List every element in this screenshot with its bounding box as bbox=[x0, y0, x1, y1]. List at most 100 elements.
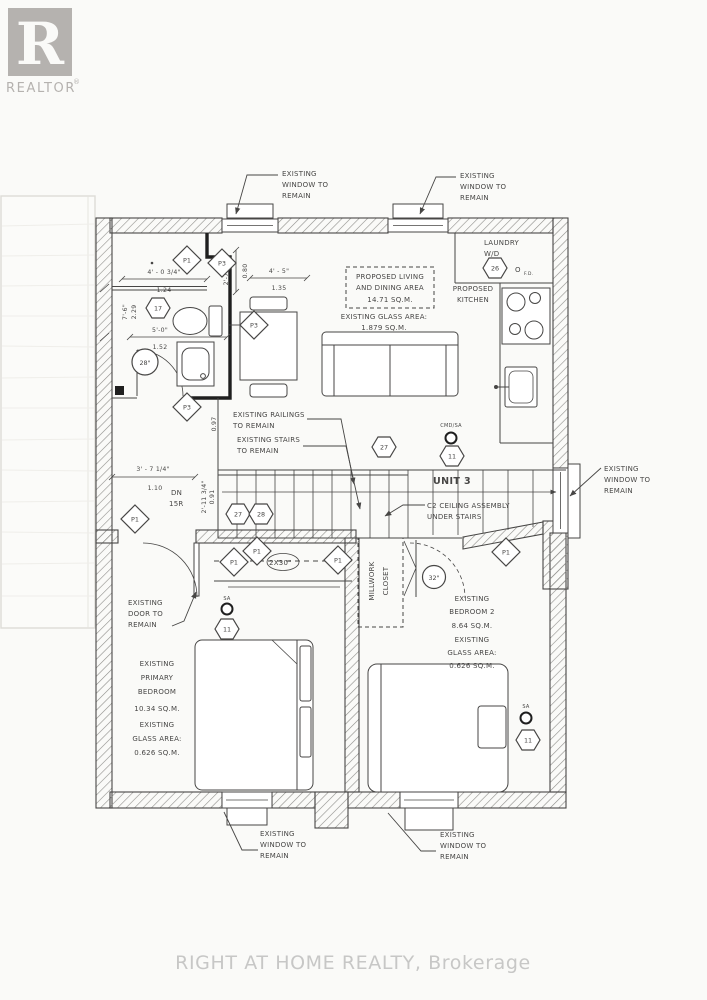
dim-text: 3' - 7 1/4" bbox=[136, 466, 169, 473]
marker-text: P1 bbox=[230, 558, 238, 566]
kitchen-sink-icon bbox=[494, 366, 538, 408]
note-line: EXISTING bbox=[440, 831, 475, 839]
closet-size-label: 2X30" bbox=[269, 559, 292, 567]
note-line: REMAIN bbox=[128, 621, 157, 629]
marker-text: P1 bbox=[253, 547, 261, 555]
note-line: EXISTING bbox=[282, 170, 317, 178]
dim-text: 1.52 bbox=[153, 344, 168, 351]
dim-text: 4' - 0 3/4" bbox=[147, 269, 180, 276]
note-line: EXISTING bbox=[260, 830, 295, 838]
label-laundry: LAUNDRY W/D O F.D. bbox=[484, 239, 533, 277]
marker-circle-28in: 28" bbox=[131, 348, 159, 376]
marker-p1: P1 bbox=[219, 547, 249, 577]
floor-drain-label: F.D. bbox=[524, 271, 533, 277]
glass-area-label: EXISTING bbox=[455, 636, 490, 644]
marker-p1: P1 bbox=[172, 245, 202, 275]
marker-hex-27: 27 bbox=[225, 503, 251, 525]
note-line: REMAIN bbox=[604, 487, 633, 495]
realtor-logo-r: R bbox=[16, 10, 65, 78]
marker-text: P3 bbox=[183, 403, 191, 411]
label-primary-bedroom: EXISTING PRIMARY BEDROOM 10.34 SQ.M. EXI… bbox=[132, 660, 181, 757]
marker-text: 32" bbox=[428, 574, 439, 582]
note-ceiling-assembly: C2 CEILING ASSEMBLY UNDER STAIRS bbox=[427, 502, 510, 521]
sofa-icon bbox=[321, 331, 459, 397]
realtor-logo-box bbox=[8, 8, 72, 76]
marker-text: 11 bbox=[524, 736, 532, 744]
label-living-area: PROPOSED LIVING AND DINING AREA 14.71 SQ… bbox=[341, 266, 435, 332]
marker-text: P3 bbox=[250, 321, 258, 329]
note-line: EXISTING bbox=[128, 599, 163, 607]
note-stairs: EXISTING STAIRS TO REMAIN bbox=[236, 436, 300, 455]
entry-door bbox=[142, 542, 200, 598]
marker-p1: P1 bbox=[491, 537, 521, 567]
marker-text: P1 bbox=[131, 515, 139, 523]
marker-hex-11: 11 bbox=[439, 445, 465, 467]
plan-markers: P1 P1 P1 P1 P1 P1 P3 P3 P3 17 26 27 27 2… bbox=[120, 245, 541, 751]
window-bottom-left bbox=[221, 791, 273, 826]
millwork-closet bbox=[357, 537, 417, 628]
label-kitchen: PROPOSED KITCHEN bbox=[453, 285, 494, 304]
marker-text: 27 bbox=[234, 510, 242, 518]
cmd-sa-label: CMD/SA bbox=[440, 423, 462, 429]
marker-p3: P3 bbox=[172, 392, 202, 422]
dim-text: 1.35 bbox=[272, 285, 287, 292]
marker-hex-11: 11 bbox=[214, 618, 240, 640]
registered-mark: ® bbox=[73, 78, 80, 86]
wall-end-cap bbox=[115, 386, 124, 395]
note-window-right: EXISTING WINDOW TO REMAIN bbox=[604, 465, 650, 495]
note-railings: EXISTING RAILINGS TO REMAIN bbox=[232, 411, 305, 430]
marker-circle-32in: 32" bbox=[421, 564, 447, 590]
marker-text: 11 bbox=[223, 625, 231, 633]
room-label: CLOSET bbox=[382, 566, 390, 595]
marker-p3: P3 bbox=[207, 248, 237, 278]
glass-area-label: EXISTING GLASS AREA: bbox=[341, 313, 427, 321]
note-window-top-right: EXISTING WINDOW TO REMAIN bbox=[460, 172, 506, 202]
dim-text: 0.80 bbox=[242, 264, 249, 279]
note-line: C2 CEILING ASSEMBLY bbox=[427, 502, 510, 510]
dim-bath-width: 4' - 0 3/4" 1.24 bbox=[118, 269, 211, 294]
brokerage-watermark: RIGHT AT HOME REALTY, Brokerage bbox=[175, 952, 531, 974]
unit-label: UNIT 3 bbox=[433, 476, 471, 487]
marker-text: 28 bbox=[257, 510, 265, 518]
marker-hex-26: 26 bbox=[482, 257, 508, 279]
note-window-bottom-left: EXISTING WINDOW TO REMAIN bbox=[260, 830, 307, 860]
note-line: EXISTING bbox=[460, 172, 495, 180]
leader-lines bbox=[171, 174, 602, 852]
note-line: REMAIN bbox=[460, 194, 489, 202]
dim-text: 1.10 bbox=[148, 485, 163, 492]
note-line: DOOR TO bbox=[128, 610, 163, 618]
room-label: PRIMARY bbox=[141, 674, 174, 682]
marker-text: 11 bbox=[448, 452, 456, 460]
note-line: EXISTING STAIRS bbox=[237, 436, 300, 444]
note-line: REMAIN bbox=[260, 852, 289, 860]
realtor-logo: R REALTOR ® bbox=[6, 8, 80, 96]
dim-text: 2.29 bbox=[131, 305, 138, 320]
room-area: 10.34 SQ.M. bbox=[134, 705, 179, 713]
marker-text: P1 bbox=[502, 548, 510, 556]
adjacent-building-faint bbox=[0, 195, 96, 629]
dim-text: 0.91 bbox=[209, 490, 216, 505]
room-label: BEDROOM 2 bbox=[449, 608, 494, 616]
dim-stair-width: 2'-11 3/4" 0.91 bbox=[201, 480, 216, 513]
dim-text: 2'-11 3/4" bbox=[201, 480, 208, 513]
label-millwork-closet: MILLWORK CLOSET bbox=[368, 561, 390, 600]
note-line: WINDOW TO bbox=[260, 841, 307, 849]
marker-text: 28" bbox=[139, 359, 150, 367]
room-label: PROPOSED LIVING bbox=[356, 273, 424, 281]
marker-p1: P1 bbox=[323, 545, 353, 575]
dim-text: 7'-6" bbox=[122, 304, 129, 320]
room-label: PROPOSED bbox=[453, 285, 494, 293]
note-line: WINDOW TO bbox=[282, 181, 329, 189]
toilet-icon bbox=[172, 305, 223, 337]
glass-area-value: 1.879 SQ.M. bbox=[361, 324, 406, 332]
sink-vanity-icon bbox=[176, 341, 215, 387]
glass-area-label: GLASS AREA: bbox=[447, 649, 496, 657]
note-line: EXISTING bbox=[604, 465, 639, 473]
dim-text: 5'-0" bbox=[152, 327, 168, 334]
dim-text: 0.97 bbox=[211, 417, 218, 432]
glass-area-value: 0.626 SQ.M. bbox=[134, 749, 179, 757]
floor-drain-icon: O bbox=[515, 266, 521, 274]
annotations: EXISTING WINDOW TO REMAIN EXISTING WINDO… bbox=[128, 170, 650, 861]
note-line: WINDOW TO bbox=[440, 842, 487, 850]
